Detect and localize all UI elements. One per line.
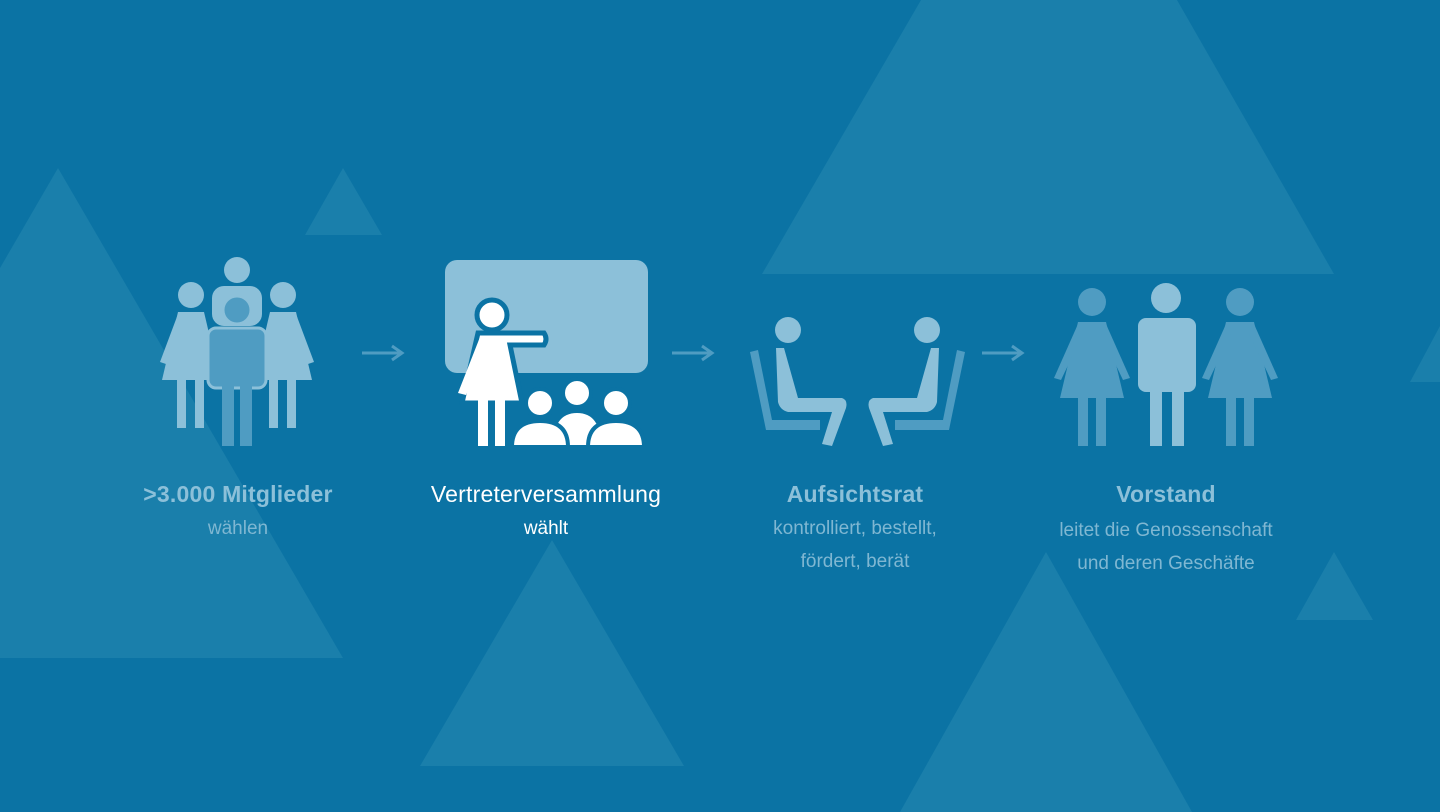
step-desc-aufsichtsrat: kontrolliert, bestellt, fördert, berät bbox=[715, 512, 995, 578]
step-desc-mitglieder: wählen bbox=[108, 512, 368, 545]
step-desc-line: kontrolliert, bestellt, bbox=[773, 518, 937, 539]
arrow-right-icon bbox=[362, 344, 405, 362]
step-desc-line: fördert, berät bbox=[800, 551, 910, 572]
bg-triangle bbox=[1410, 326, 1440, 382]
arrow-right-icon bbox=[982, 344, 1025, 362]
three-people-standing-icon bbox=[1054, 283, 1278, 446]
step-desc-line: leitet die Genossenschaft bbox=[1059, 520, 1273, 541]
step-title-aufsichtsrat: Aufsichtsrat bbox=[786, 481, 924, 507]
step-desc-vorstand: leitet die Genossenschaft und deren Gesc… bbox=[1016, 514, 1316, 580]
presenter-at-board-icon bbox=[445, 260, 648, 449]
step-desc-vertreterversammlung: wählt bbox=[386, 512, 706, 545]
bg-triangle bbox=[1296, 552, 1373, 620]
seated-people-icon bbox=[750, 317, 965, 446]
bg-triangle bbox=[420, 540, 684, 766]
bg-triangle bbox=[900, 552, 1192, 812]
arrow-right-icon bbox=[672, 344, 715, 362]
bg-triangle bbox=[0, 168, 343, 658]
bg-triangle bbox=[762, 0, 1334, 274]
step-desc-line: wählen bbox=[207, 518, 269, 539]
step-title-vertreterversammlung: Vertreterversammlung bbox=[430, 481, 662, 507]
group-of-people-icon bbox=[160, 257, 314, 446]
step-desc-line: und deren Geschäfte bbox=[1077, 553, 1255, 574]
step-desc-line: wählt bbox=[523, 518, 569, 539]
step-title-vorstand: Vorstand bbox=[1116, 481, 1216, 507]
step-title-mitglieder: >3.000 Mitglieder bbox=[143, 481, 333, 507]
bg-triangle bbox=[305, 168, 382, 235]
